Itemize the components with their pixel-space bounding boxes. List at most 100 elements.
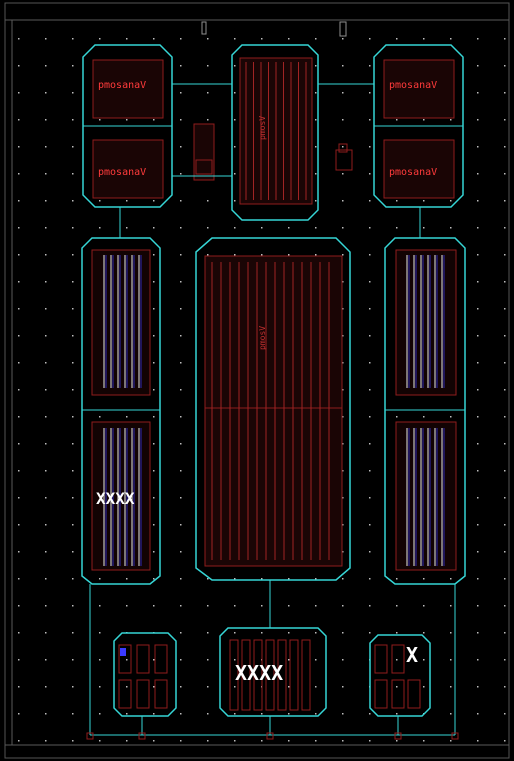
bl-device-4[interactable] [118,679,132,709]
grid-dot [369,308,371,310]
resistor-device[interactable] [193,123,215,181]
grid-dot [504,92,506,94]
grid-dot [450,686,452,688]
grid-dot [369,362,371,364]
grid-dot [477,308,479,310]
grid-dot [234,713,236,715]
cell-left-upper-device[interactable] [91,249,151,396]
br-device-5[interactable] [407,679,421,709]
grid-dot [342,200,344,202]
cell-top-center-outline[interactable] [231,44,319,221]
marker-x-bottom-right[interactable]: X [406,643,418,667]
grid-dot [72,605,74,607]
grid-dot [72,92,74,94]
cell-left-lower-device[interactable] [91,421,151,571]
cell-center-outline[interactable] [195,237,351,581]
top-pin-2[interactable] [339,21,347,37]
grid-dot [180,65,182,67]
grid-dot [477,92,479,94]
br-device-3[interactable] [374,679,388,709]
grid-dot [504,605,506,607]
grid-dot [45,362,47,364]
grid-dot [342,38,344,40]
grid-dot [99,632,101,634]
bl-device-5[interactable] [136,679,150,709]
cell-left-outline[interactable] [81,237,161,585]
grid-dot [369,497,371,499]
grid-dot [180,470,182,472]
grid-dot [153,254,155,256]
bottom-pin-3[interactable] [266,732,274,740]
grid-dot [126,227,128,229]
finger-rect [253,639,263,711]
cell-top-left-outline[interactable] [82,44,173,208]
cell-bottom-left-outline[interactable] [113,632,177,717]
cell-bottom-right-outline[interactable] [369,634,431,717]
grid-dot [207,740,209,742]
grid-dot [477,227,479,229]
small-pad[interactable] [335,149,353,171]
bl-device-2[interactable] [136,644,150,674]
grid-dot [342,227,344,229]
grid-dot [45,713,47,715]
grid-dot [369,227,371,229]
grid-dot [396,578,398,580]
br-device-1[interactable] [374,644,388,674]
grid-dot [504,416,506,418]
cell-top-right-outline[interactable] [373,44,464,208]
grid-dot [153,713,155,715]
cell-left-fingers [103,255,142,566]
grid-dot [180,146,182,148]
cell-bottom-center-outline[interactable] [219,627,327,717]
top-pin-1[interactable] [201,21,207,35]
grid-dot [234,578,236,580]
cell-center-fingers [211,262,330,560]
marker-x-left[interactable]: XXXX [96,489,135,508]
br-device-2[interactable] [391,644,405,674]
grid-dot [18,740,20,742]
grid-dot [315,713,317,715]
grid-dot [315,119,317,121]
finger-rect [277,639,287,711]
grid-dot [18,281,20,283]
bottom-pin-4[interactable] [394,732,402,740]
grid-dot [18,416,20,418]
grid-dot [423,416,425,418]
grid-dot [504,659,506,661]
cell-top-left-upper-device[interactable] [92,59,164,119]
grid-dot [207,38,209,40]
grid-dot [180,659,182,661]
marker-x-bottom-center[interactable]: XXXX [235,661,283,685]
cell-right-upper-device[interactable] [395,249,457,396]
bottom-pin-1[interactable] [86,732,94,740]
grid-dot [207,200,209,202]
cell-top-left-lower-device[interactable] [92,139,164,199]
grid-dot [342,335,344,337]
bl-device-3[interactable] [154,644,168,674]
cell-right-lower-device[interactable] [395,421,457,571]
grid-dot [504,632,506,634]
bl-device-6[interactable] [154,679,168,709]
cell-center-device[interactable] [204,255,343,567]
grid-dot [153,659,155,661]
grid-dot [315,92,317,94]
grid-dot [504,713,506,715]
cell-top-right-lower-device[interactable] [383,139,455,199]
cell-top-right-upper-device[interactable] [383,59,455,119]
grid-dot [288,686,290,688]
grid-dot [126,416,128,418]
grid-dot [369,119,371,121]
br-device-4[interactable] [391,679,405,709]
grid-dot [450,200,452,202]
bl-device-1[interactable] [118,644,132,674]
grid-dot [369,713,371,715]
grid-dot [315,254,317,256]
bottom-pin-2[interactable] [138,732,146,740]
grid-dot [18,254,20,256]
grid-dot [153,605,155,607]
grid-dot [450,119,452,121]
bottom-pin-5[interactable] [451,732,459,740]
grid-dot [477,119,479,121]
